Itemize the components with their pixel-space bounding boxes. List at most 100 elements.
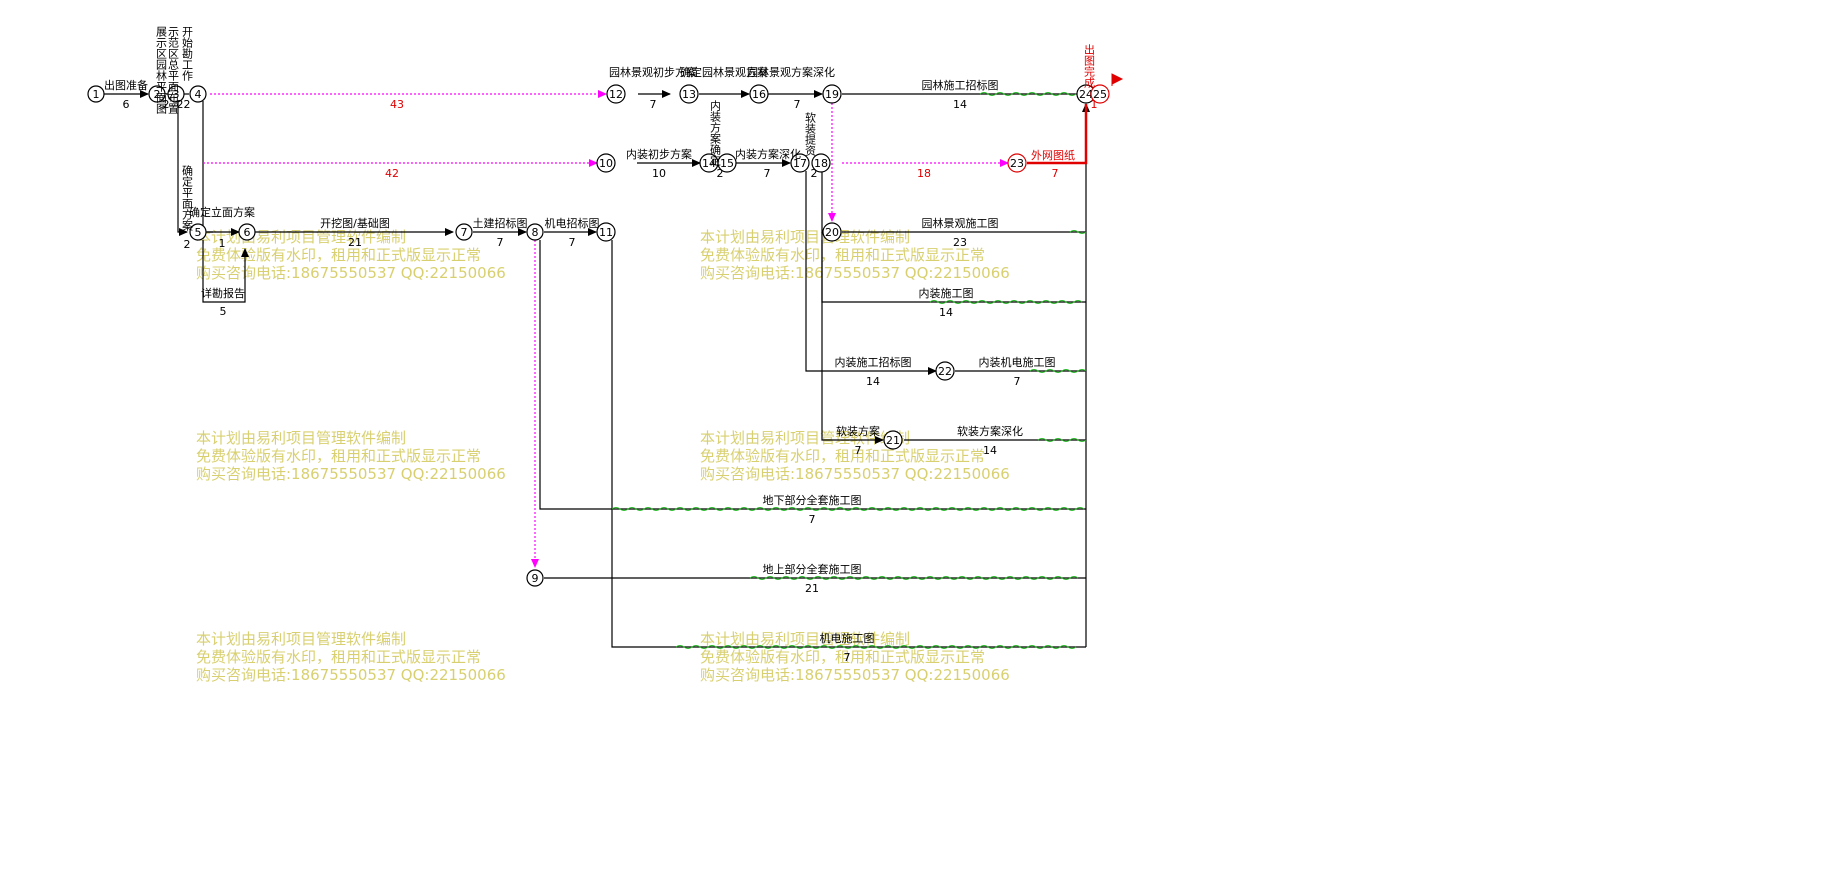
activity-label: 园林景观方案深化 xyxy=(747,65,835,79)
watermark-line: 本计划由易利项目管理软件编制 xyxy=(196,228,406,246)
watermark-block: 本计划由易利项目管理软件编制 免费体验版有水印，租用和正式版显示正常 购买咨询电… xyxy=(700,429,1010,483)
node-25[interactable]: 25 xyxy=(1090,84,1110,104)
node-label: 14 xyxy=(702,157,716,170)
activity-duration: 2 xyxy=(717,167,724,180)
float-label: 42 xyxy=(385,167,399,180)
node-5[interactable]: 5 xyxy=(189,223,207,241)
node-4[interactable]: 4 xyxy=(189,85,207,103)
node-label: 8 xyxy=(532,226,539,239)
node-21[interactable]: 21 xyxy=(883,430,903,450)
activity-duration: 1 xyxy=(1091,98,1098,111)
node-label: 11 xyxy=(599,226,613,239)
activity-duration: 14 xyxy=(983,444,997,457)
watermark-line: 免费体验版有水印，租用和正式版显示正常 xyxy=(700,447,985,465)
node-18[interactable]: 18 xyxy=(811,153,831,173)
node-3[interactable]: 3 xyxy=(167,85,185,103)
node-23[interactable]: 23 xyxy=(1007,153,1027,173)
activity-duration: 14 xyxy=(939,306,953,319)
watermark-line: 本计划由易利项目管理软件编制 xyxy=(700,228,910,246)
watermark-group: 本计划由易利项目管理软件编制 免费体验版有水印，租用和正式版显示正常 购买咨询电… xyxy=(196,228,1010,684)
activity-label: 内装机电施工图 xyxy=(979,355,1056,369)
activity-duration: 21 xyxy=(805,582,819,595)
node-16[interactable]: 16 xyxy=(749,84,769,104)
wave-segment xyxy=(1029,369,1087,373)
arrow-11-25-mep xyxy=(611,240,1086,648)
watermark-line: 购买咨询电话:18675550537 QQ:22150066 xyxy=(700,666,1010,684)
activity-label: 确定园林景观方案 xyxy=(680,65,768,79)
critical-path xyxy=(1027,104,1088,165)
arrow-18-22 xyxy=(805,171,937,375)
node-13[interactable]: 13 xyxy=(679,84,699,104)
activity-label: 内装方案深化 xyxy=(735,147,801,161)
node-8[interactable]: 8 xyxy=(526,223,544,241)
node-6[interactable]: 6 xyxy=(238,223,256,241)
activity-label: 地下部分全套施工图 xyxy=(763,493,862,507)
watermark-line: 免费体验版有水印，租用和正式版显示正常 xyxy=(196,447,481,465)
node-17[interactable]: 17 xyxy=(790,153,810,173)
activity-duration: 7 xyxy=(764,167,771,180)
node-label: 12 xyxy=(609,88,623,101)
node-label: 13 xyxy=(682,88,696,101)
node-22[interactable]: 22 xyxy=(935,361,955,381)
wave-segment xyxy=(749,576,1079,580)
arrow-3-5 xyxy=(177,101,188,236)
node-label: 22 xyxy=(938,365,952,378)
arrow-23-25-critical xyxy=(1027,104,1088,165)
watermark-line: 免费体验版有水印，租用和正式版显示正常 xyxy=(700,648,985,666)
float-label: 43 xyxy=(390,98,404,111)
activity-label: 地上部分全套施工图 xyxy=(763,562,862,576)
watermark-line: 购买咨询电话:18675550537 QQ:22150066 xyxy=(700,465,1010,483)
activity-duration: 7 xyxy=(809,513,816,526)
activity-label: 内装初步方案 xyxy=(626,147,692,161)
node-7[interactable]: 7 xyxy=(455,223,473,241)
node-label: 5 xyxy=(195,226,202,239)
activity-label: 确定立面方案 xyxy=(189,205,255,219)
node-15[interactable]: 15 xyxy=(717,153,737,173)
node-2[interactable]: 2 xyxy=(148,85,166,103)
wave-segment xyxy=(979,92,1077,96)
node-12[interactable]: 12 xyxy=(606,84,626,104)
wave-segment xyxy=(611,507,1085,511)
node-9[interactable]: 9 xyxy=(526,569,544,587)
activity-label: 软装方案深化 xyxy=(957,424,1023,438)
node-label: 23 xyxy=(1010,157,1024,170)
wave-segment xyxy=(929,300,1083,304)
watermark-line: 购买咨询电话:18675550537 QQ:22150066 xyxy=(196,465,506,483)
node-label: 19 xyxy=(825,88,839,101)
watermark-line: 购买咨询电话:18675550537 QQ:22150066 xyxy=(196,666,506,684)
node-1[interactable]: 1 xyxy=(87,85,105,103)
node-11[interactable]: 11 xyxy=(596,222,616,242)
node-10[interactable]: 10 xyxy=(596,153,616,173)
flag-icon-group xyxy=(1111,73,1124,86)
watermark-line: 本计划由易利项目管理软件编制 xyxy=(700,630,910,648)
activity-label: 开始勘工作 xyxy=(181,26,194,81)
node-19[interactable]: 19 xyxy=(822,84,842,104)
activity-duration: 2 xyxy=(184,98,191,111)
node-label: 2 xyxy=(154,88,161,101)
watermark-block: 本计划由易利项目管理软件编制 免费体验版有水印，租用和正式版显示正常 购买咨询电… xyxy=(700,630,1010,684)
watermark-block: 本计划由易利项目管理软件编制 免费体验版有水印，租用和正式版显示正常 购买咨询电… xyxy=(196,630,506,684)
float-label: 18 xyxy=(917,167,931,180)
watermark-line: 本计划由易利项目管理软件编制 xyxy=(196,630,406,648)
activity-label: 土建招标图 xyxy=(473,216,528,230)
node-label: 4 xyxy=(195,88,202,101)
activity-duration: 14 xyxy=(953,98,967,111)
node-label: 17 xyxy=(793,157,807,170)
node-label: 9 xyxy=(532,572,539,585)
activity-duration: 7 xyxy=(1014,375,1021,388)
activity-label: 园林景观施工图 xyxy=(922,216,999,230)
dummy-arrows xyxy=(203,90,1009,568)
node-20[interactable]: 20 xyxy=(822,222,842,242)
activity-label: 机电招标图 xyxy=(545,216,600,230)
activity-duration: 7 xyxy=(497,236,504,249)
activity-label: 出图完成 xyxy=(1083,43,1096,89)
activity-label: 软装方案 xyxy=(836,424,880,438)
node-label: 18 xyxy=(814,157,828,170)
activity-duration: 10 xyxy=(652,167,666,180)
activity-duration: 7 xyxy=(794,98,801,111)
watermark-line: 购买咨询电话:18675550537 QQ:22150066 xyxy=(700,264,1010,282)
activity-label: 确定平面方案 xyxy=(181,165,194,231)
watermark-line: 免费体验版有水印，租用和正式版显示正常 xyxy=(196,246,481,264)
flag-icon xyxy=(1111,73,1124,86)
activity-label: 软装提资 xyxy=(804,111,817,157)
